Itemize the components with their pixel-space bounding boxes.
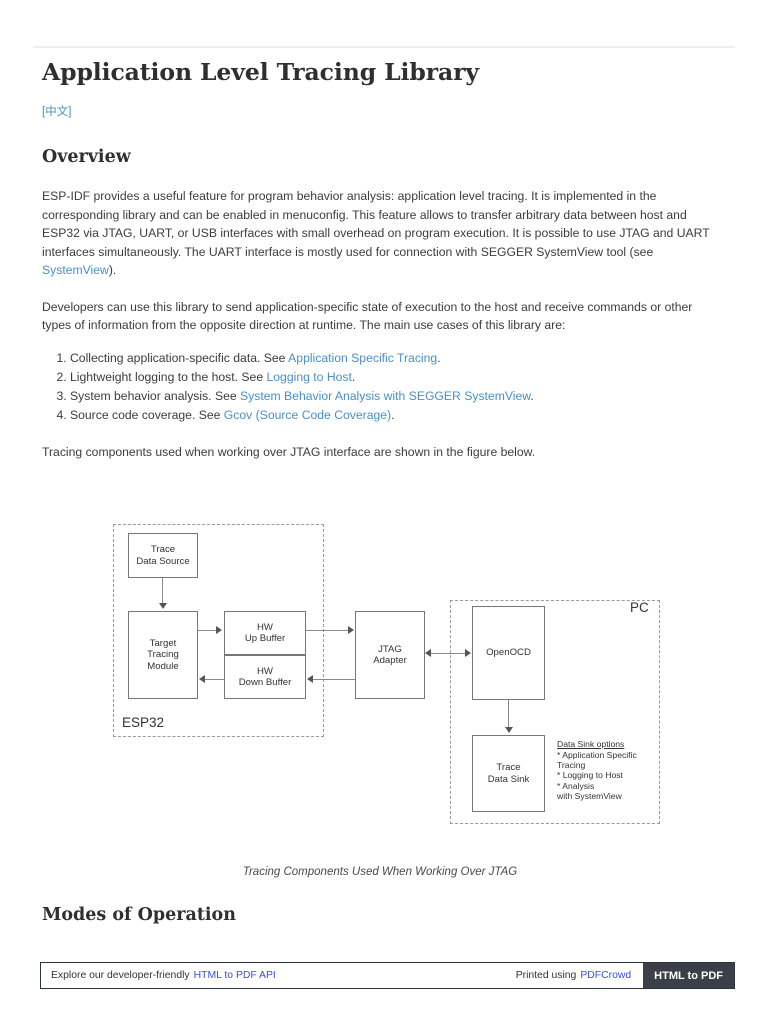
box-target-tracing-module: Target Tracing Module [128,611,198,699]
arrowhead-openocd-to-sink [504,727,513,733]
list-item-text-after: . [437,350,441,365]
arrowhead-module-to-up-buffer [216,625,222,634]
list-item-text-after: . [530,388,534,403]
connector-jtag-to-down-buffer [313,679,355,681]
arrowhead-down-buffer-to-module [199,674,205,683]
section-heading-modes-of-operation: Modes of Operation [42,905,236,925]
list-item: Collecting application-specific data. Se… [70,349,718,368]
arrowhead-up-buffer-to-jtag [348,625,354,634]
box-trace-data-sink: Trace Data Sink [472,735,545,812]
list-item-text-before: Source code coverage. See [70,407,224,422]
connector-down-buffer-to-module [205,679,224,681]
html-to-pdf-api-link[interactable]: HTML to PDF API [193,970,276,981]
systemview-link[interactable]: SystemView [42,263,109,277]
pc-group-boundary [450,600,660,824]
footer-mid-text: Printed using [515,970,577,981]
figure-caption: Tracing Components Used When Working Ove… [242,866,518,878]
document-content: Application Level Tracing Library [中文] O… [42,52,718,461]
pc-group-label: PC [630,600,649,615]
connector-jtag-to-openocd [431,653,466,655]
list-item-text-after: . [351,369,356,384]
list-item-text-before: Collecting application-specific data. Se… [70,350,289,365]
page-title: Application Level Tracing Library [42,58,479,86]
connector-source-to-module [162,578,164,604]
footer-mid-section: Printed using PDFCrowd [516,963,643,988]
overview-paragraph-1: ESP-IDF provides a useful feature for pr… [42,187,718,280]
link-system-behavior-analysis[interactable]: System Behavior Analysis with SEGGER Sys… [240,388,531,403]
box-hw-up-buffer: HW Up Buffer [224,611,306,655]
footer-left-text: Explore our developer-friendly [51,970,190,981]
pdfcrowd-link[interactable]: PDFCrowd [580,970,632,981]
overview-paragraph-3: Tracing components used when working ove… [42,444,536,459]
language-switch-link[interactable]: [中文] [42,106,72,118]
html-to-pdf-button[interactable]: HTML to PDF [643,963,734,988]
list-item-text-before: Lightweight logging to the host. See [70,369,267,384]
box-trace-data-source: Trace Data Source [128,533,198,578]
tracing-components-figure: ESP32 Trace Data Source Target Tracing M… [0,500,768,855]
overview-paragraph-2: Developers can use this library to send … [42,299,693,333]
connector-module-to-up-buffer [198,630,217,632]
esp32-group-label: ESP32 [122,715,165,730]
list-item: System behavior analysis. See System Beh… [70,387,718,406]
box-jtag-adapter: JTAG Adapter [355,611,425,699]
data-sink-options-list: * Application Specific Tracing * Logging… [557,750,637,801]
box-openocd: OpenOCD [472,606,545,700]
header-divider [33,46,735,48]
footer-left-section: Explore our developer-friendly HTML to P… [41,963,516,988]
list-item: Lightweight logging to the host. See Log… [70,368,718,387]
box-hw-down-buffer: HW Down Buffer [224,655,306,699]
arrowhead-openocd-to-jtag [425,648,431,657]
arrowhead-jtag-to-openocd [465,648,471,657]
use-cases-list: Collecting application-specific data. Se… [42,349,718,425]
list-item-text-after: . [391,407,395,422]
list-item: Source code coverage. See Gcov (Source C… [70,406,718,425]
link-application-specific-tracing[interactable]: Application Specific Tracing [288,350,438,365]
connector-openocd-to-sink [508,700,510,728]
overview-paragraph-1-tail: ). [108,263,117,277]
list-item-text-before: System behavior analysis. See [70,388,241,403]
data-sink-options-title: Data Sink options [557,739,625,749]
link-gcov-source-code-coverage[interactable]: Gcov (Source Code Coverage) [223,407,392,422]
arrowhead-jtag-to-down-buffer [307,674,313,683]
connector-up-buffer-to-jtag [306,630,348,632]
overview-paragraph-1-text: ESP-IDF provides a useful feature for pr… [42,189,710,259]
section-heading-overview: Overview [42,147,131,167]
arrowhead-source-to-module [158,603,167,609]
pdfcrowd-footer-bar: Explore our developer-friendly HTML to P… [40,962,735,989]
link-logging-to-host[interactable]: Logging to Host [266,369,352,384]
